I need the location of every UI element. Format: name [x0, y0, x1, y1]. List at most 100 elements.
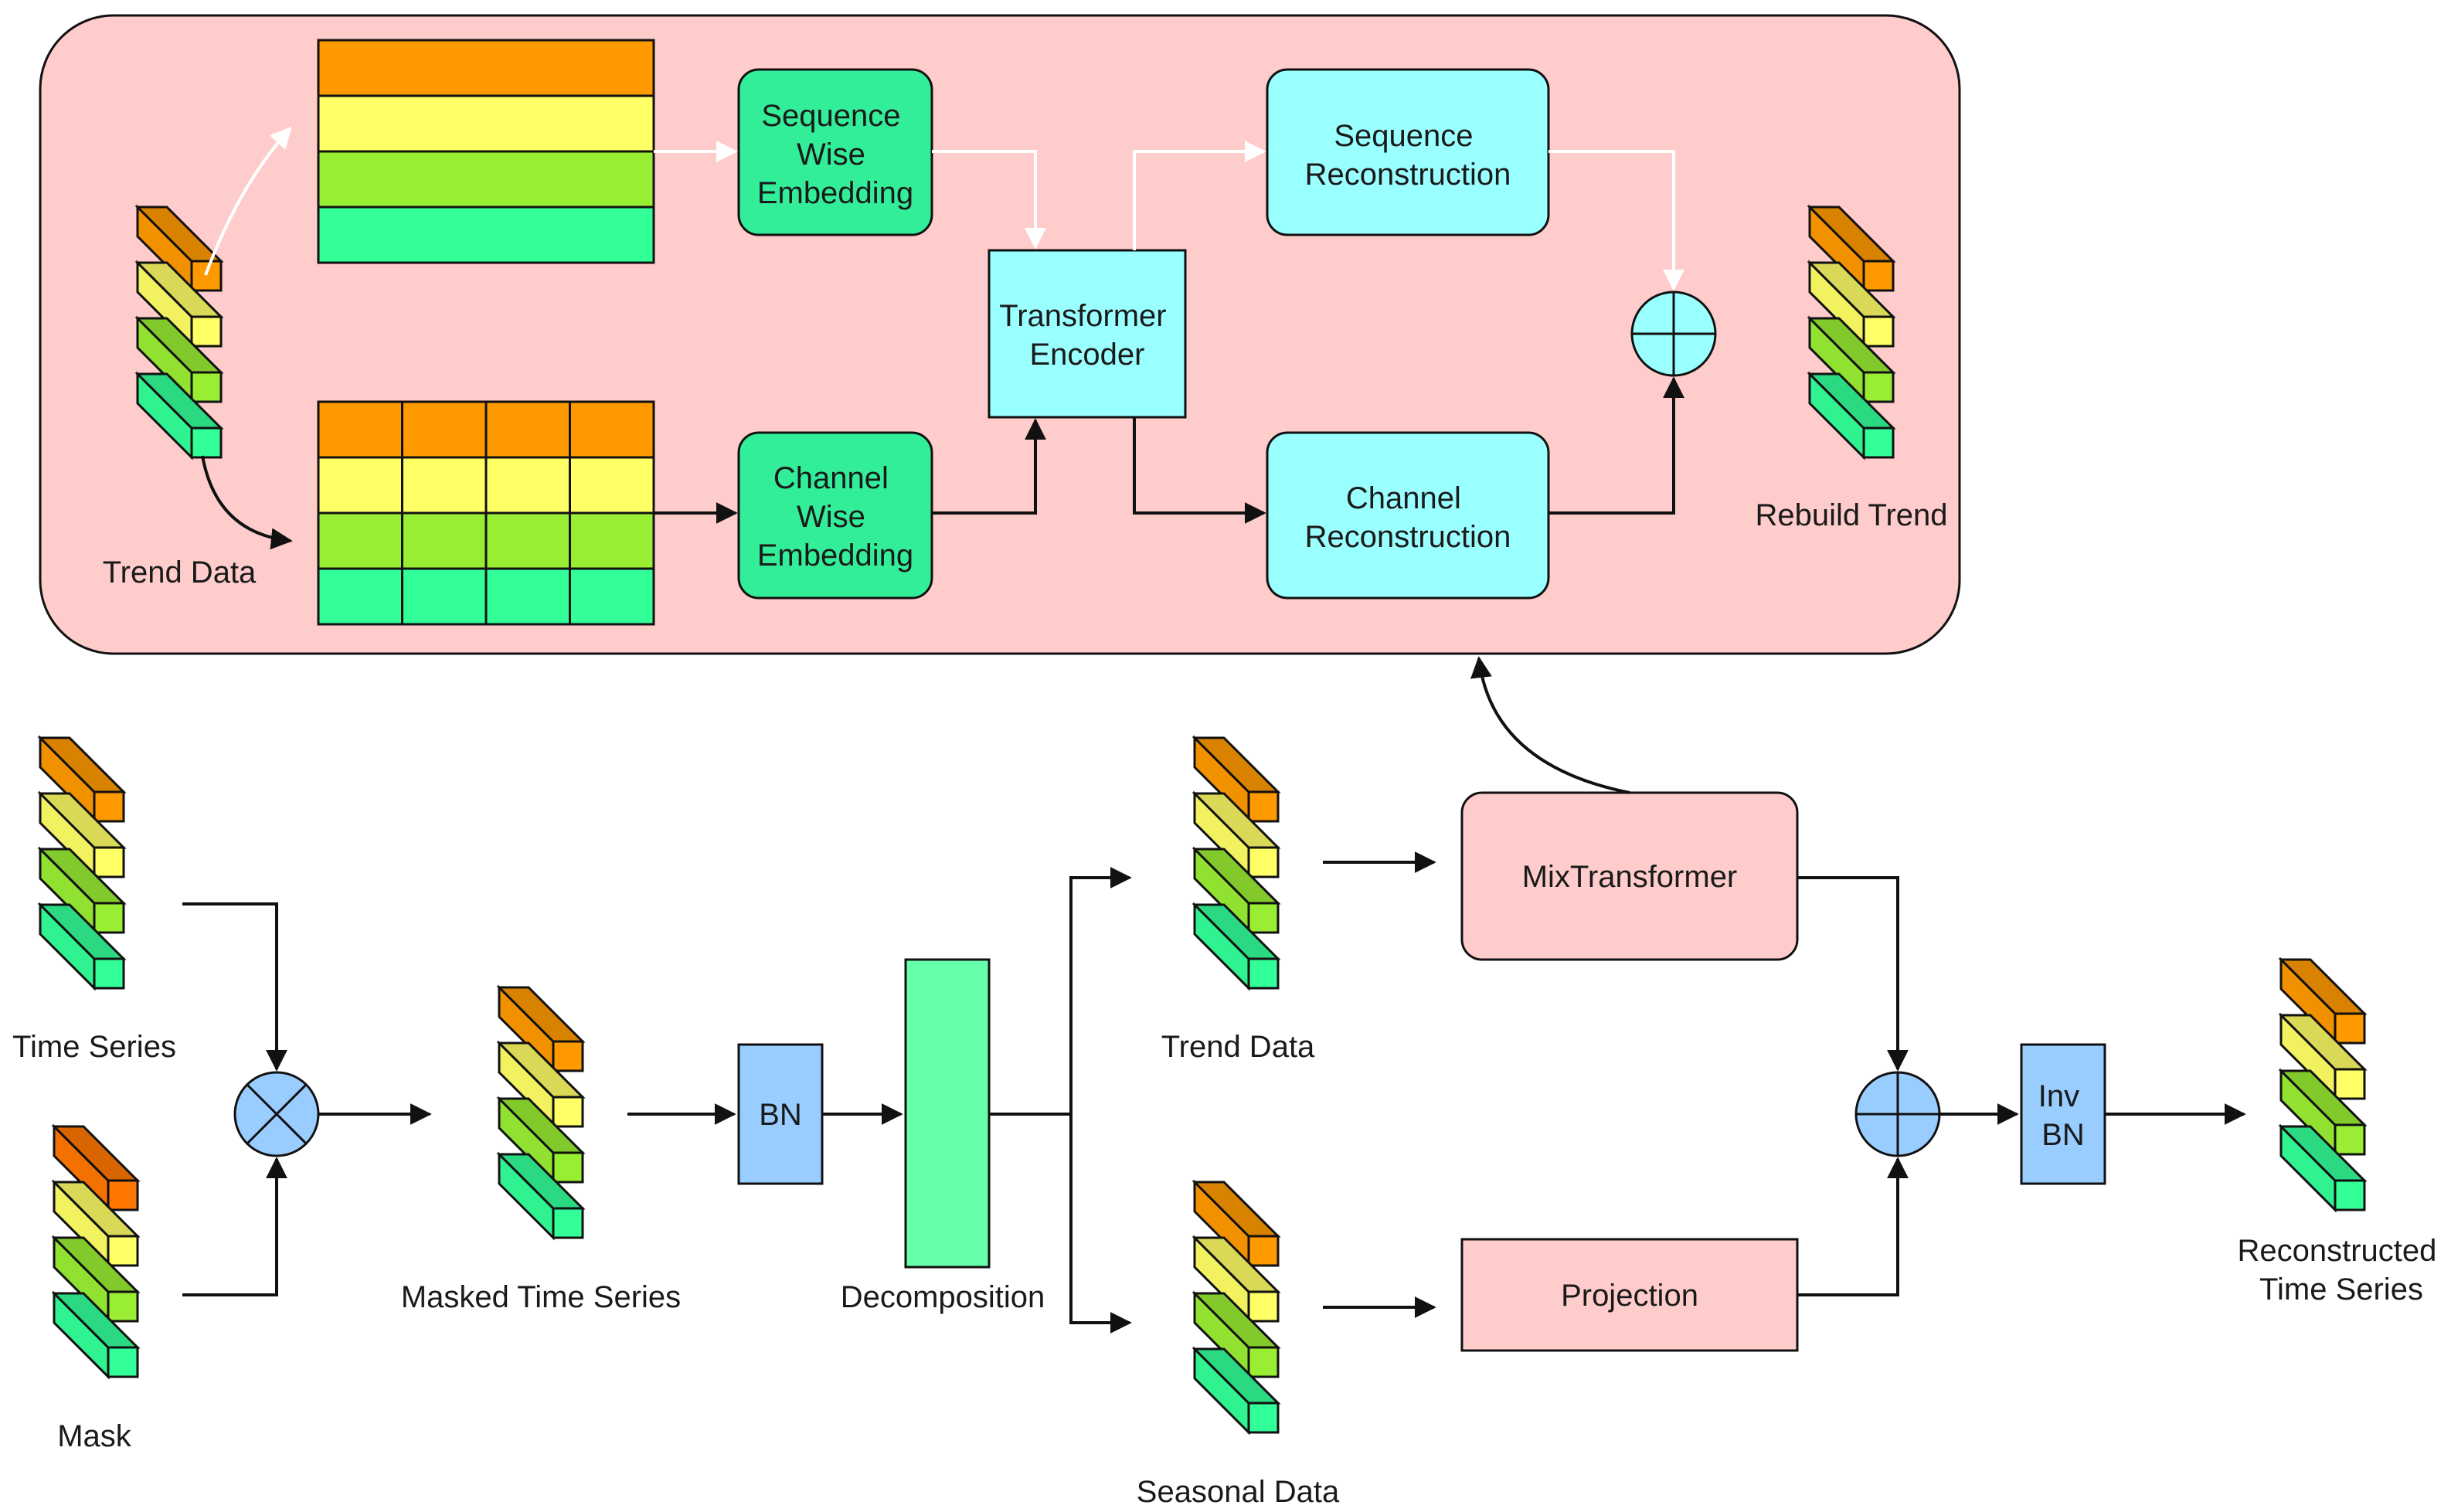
stack-bar-front — [1862, 426, 1895, 459]
trend-data-stack-icon — [134, 204, 224, 460]
arrow-trend-to-seq-table — [204, 126, 292, 276]
stack-bar-front — [190, 315, 223, 348]
arrow-mixtransformer-to-panel — [1470, 656, 1630, 794]
reconstructed-label: Reconstructed Time Series — [2237, 1234, 2445, 1306]
stack-bar-front — [93, 902, 125, 934]
arrow-channel-recon-to-add — [1548, 376, 1684, 515]
transformer-encoder-box — [988, 249, 1187, 419]
decomposition-box — [904, 958, 991, 1269]
grid-cell — [569, 456, 655, 515]
grid-cell — [317, 511, 403, 570]
stack-bar-front — [190, 371, 223, 403]
masked-time-series-label: Masked Time Series — [401, 1280, 681, 1314]
grid-cell — [569, 400, 655, 459]
arrow-time-series-to-multiply — [182, 902, 287, 1072]
mask-stack-icon — [51, 1123, 141, 1380]
stack-bar-front — [1247, 902, 1280, 934]
stack-bar-front — [1247, 1235, 1280, 1267]
rebuild-trend-stack-icon — [1807, 204, 1896, 460]
stack-bar-front — [1862, 371, 1895, 403]
channel-wise-embedding-box — [737, 431, 933, 600]
seasonal-data-stack-icon — [1192, 1179, 1281, 1436]
arrow-channel-embed-to-encoder — [932, 418, 1046, 515]
rebuild-trend-label: Rebuild Trend — [1755, 498, 1947, 532]
grid-cell — [484, 456, 571, 515]
reconstructed-stack-icon — [2278, 956, 2368, 1213]
bn-text: BN — [759, 1098, 802, 1132]
stack-bar-front — [107, 1290, 139, 1323]
inv-bn-text: Inv BN — [2038, 1079, 2088, 1152]
stack-bar-front — [93, 790, 125, 823]
stack-bar-front — [190, 426, 223, 459]
channel-reconstruction-box — [1266, 431, 1550, 600]
stack-bar-front — [2334, 1012, 2366, 1045]
grid-cell — [484, 511, 571, 570]
sequence-reconstruction-text: Sequence Reconstruction — [1305, 119, 1511, 192]
grid-cell — [484, 567, 571, 626]
mask-label: Mask — [57, 1419, 132, 1453]
stack-bar-front — [552, 1151, 584, 1184]
channel-token-grid — [317, 400, 655, 626]
mixtransformer-text: MixTransformer — [1522, 860, 1738, 894]
grid-cell — [569, 511, 655, 570]
grid-cell — [401, 456, 488, 515]
stack-bar-front — [107, 1346, 139, 1378]
channel-reconstruction-text: Channel Reconstruction — [1305, 481, 1511, 554]
stack-bar-front — [1247, 846, 1280, 878]
grid-cell — [401, 567, 488, 626]
stack-bar-front — [107, 1179, 139, 1211]
channel-wise-embedding-text: Channel Wise Embedding — [757, 461, 913, 573]
arrow-seq-recon-to-add — [1548, 150, 1684, 291]
seasonal-data-label: Seasonal Data — [1137, 1475, 1340, 1509]
arrow-mask-to-multiply — [182, 1157, 287, 1296]
arrow-mixtransformer-to-add — [1797, 876, 1909, 1072]
grid-cell — [569, 567, 655, 626]
arrow-encoder-to-seq-recon — [1133, 141, 1266, 250]
arrow-decomposition-to-trend — [989, 867, 1132, 1116]
trend-data-label: Trend Data — [103, 556, 257, 590]
sequence-wise-embedding-text: Sequence Wise Embedding — [757, 99, 913, 210]
grid-cell — [317, 400, 403, 459]
grid-cell — [484, 400, 571, 459]
stack-bar-front — [552, 1207, 584, 1239]
output-add-node — [1854, 1071, 1941, 1157]
trend-data-output-label: Trend Data — [1161, 1030, 1315, 1064]
stack-bar-front — [1247, 1346, 1280, 1378]
trend-data-output-stack-icon — [1192, 735, 1281, 991]
time-series-stack-icon — [37, 735, 127, 991]
inv-bn-box — [2020, 1043, 2106, 1185]
stack-bar-front — [1862, 315, 1895, 348]
grid-cell — [317, 567, 403, 626]
panel-add-node — [1630, 291, 1717, 377]
stack-bar-front — [1247, 1290, 1280, 1323]
bn-box — [737, 1043, 824, 1185]
stack-bar-front — [552, 1096, 584, 1128]
stack-bar-front — [190, 260, 223, 292]
arrow-decomposition-to-seasonal — [1069, 1114, 1132, 1334]
stack-bar-front — [93, 957, 125, 990]
sequence-token-table — [317, 39, 655, 264]
arrow-seq-embed-to-encoder — [932, 150, 1046, 250]
arrow-trend-to-channel-grid — [201, 455, 293, 550]
stack-bar-front — [2334, 1179, 2366, 1211]
stack-bar-front — [93, 846, 125, 878]
transformer-encoder-text: Transformer Encoder — [999, 299, 1175, 372]
stack-bar-front — [107, 1235, 139, 1267]
time-series-label: Time Series — [12, 1030, 176, 1064]
arrow-encoder-to-channel-recon — [1133, 417, 1266, 524]
projection-box — [1460, 1238, 1799, 1352]
stack-bar-front — [2334, 1123, 2366, 1156]
stack-bar-front — [1862, 260, 1895, 292]
stack-bar-front — [1247, 957, 1280, 990]
grid-cell — [401, 400, 488, 459]
arrow-projection-to-add — [1797, 1157, 1909, 1296]
stack-bar-front — [552, 1040, 584, 1072]
multiply-node — [233, 1071, 320, 1157]
grid-cell — [401, 511, 488, 570]
grid-cell — [317, 456, 403, 515]
stack-bar-front — [1247, 1402, 1280, 1434]
masked-time-series-stack-icon — [496, 984, 586, 1241]
stack-bar-front — [2334, 1068, 2366, 1100]
stack-bar-front — [1247, 790, 1280, 823]
